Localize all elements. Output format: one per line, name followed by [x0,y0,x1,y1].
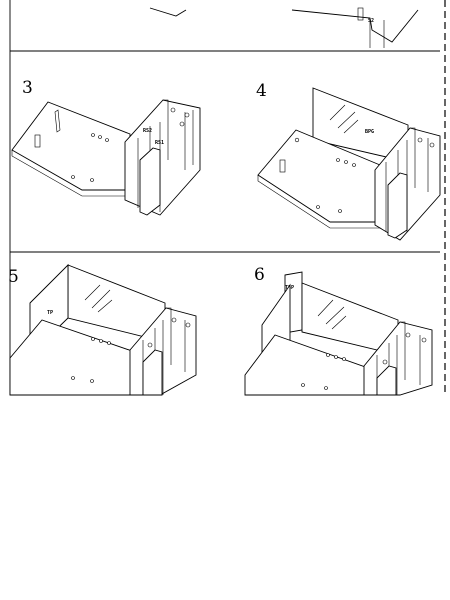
part-label-bpg: BPG [365,129,374,135]
screw-icon [357,7,364,21]
step-5-panel: 5 TP [8,263,197,396]
part-label: S2 [368,18,374,24]
step-number: 3 [22,78,33,98]
step-number: 5 [8,267,19,287]
sheet-frame [9,0,446,395]
step-3-panel: 3 RS2 RS1 [11,78,201,216]
screw-icon [279,159,286,173]
screw-icon [34,134,41,148]
dowel-rod-icon [54,109,61,133]
top-fragment-drawing: S2 [149,7,419,48]
step-4-panel: 4 BPG [256,81,441,241]
step-6-panel: 6 TSP [244,265,433,396]
part-label-tp: TP [47,310,53,316]
step-number: 4 [256,81,267,101]
part-label-rs2: RS2 [143,128,152,134]
step-number: 6 [254,265,265,285]
part-label-rs1: RS1 [155,140,164,146]
